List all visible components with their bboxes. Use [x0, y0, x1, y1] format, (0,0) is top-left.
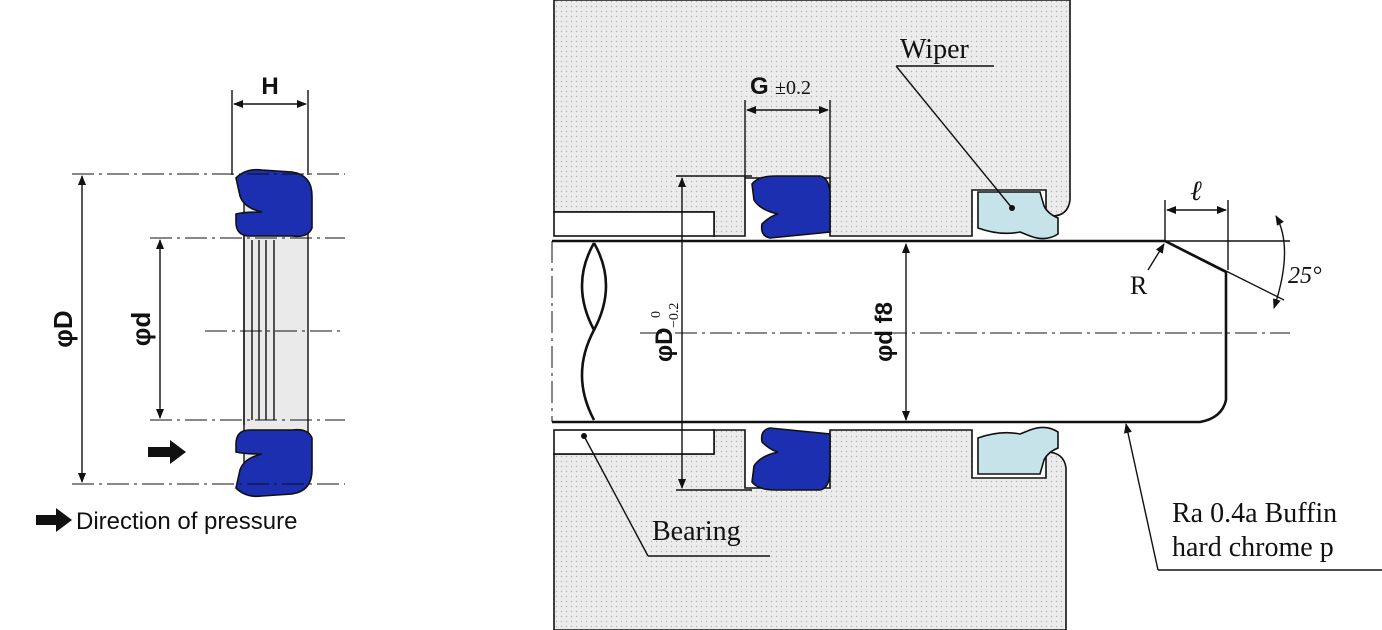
legend-arrow-icon [36, 508, 72, 532]
wiper-leader [895, 65, 1013, 209]
dim-G-label: G [750, 73, 769, 100]
wiper-label: Wiper [900, 34, 970, 65]
note-line-1: Ra 0.4a Buffin [1172, 498, 1337, 529]
radius-arrow [1147, 243, 1165, 271]
dim-H-label: H [261, 73, 278, 100]
note-line-2: hard chrome p [1172, 532, 1334, 563]
main-seal-top [751, 175, 831, 239]
dim-phiD-label: φD [48, 310, 78, 347]
dim-phiD2-label: φD [651, 328, 678, 363]
note-leader [1124, 423, 1159, 571]
bearing-bottom [553, 429, 715, 455]
bearing-top [553, 211, 715, 237]
bearing-label: Bearing [652, 516, 741, 547]
angle-label: 25° [1288, 263, 1322, 289]
wiper-top [977, 191, 1059, 240]
main-seal-bottom [751, 427, 831, 491]
right-installation-view: G ±0.2 Wiper Bearing φD 0 −0.2 φd f8 ℓ R [551, 0, 1382, 630]
dim-phid-f8-label: φd f8 [871, 302, 898, 362]
dim-G-tolerance: ±0.2 [775, 77, 811, 99]
dim-phiD2-tol-upper: 0 [649, 311, 664, 318]
bearing-leader [583, 435, 649, 557]
wiper-bottom [977, 426, 1059, 475]
dim-phid-label: φd [126, 312, 156, 346]
dim-phiD2-label-group: φD 0 −0.2 [649, 303, 682, 362]
radius-label: R [1130, 271, 1148, 300]
pressure-arrow-icon [148, 440, 186, 464]
angle-arc [1273, 215, 1286, 309]
rod [552, 239, 1228, 424]
dim-l-label: ℓ [1190, 176, 1202, 207]
seal-top-profile [235, 168, 313, 238]
legend-text: Direction of pressure [76, 508, 297, 535]
seal-bottom-profile [235, 428, 313, 498]
left-seal-view: H φD φd Direction of pressure [36, 73, 345, 535]
dim-phiD2-tol-lower: −0.2 [667, 303, 682, 328]
rod-break-symbol [580, 242, 608, 421]
